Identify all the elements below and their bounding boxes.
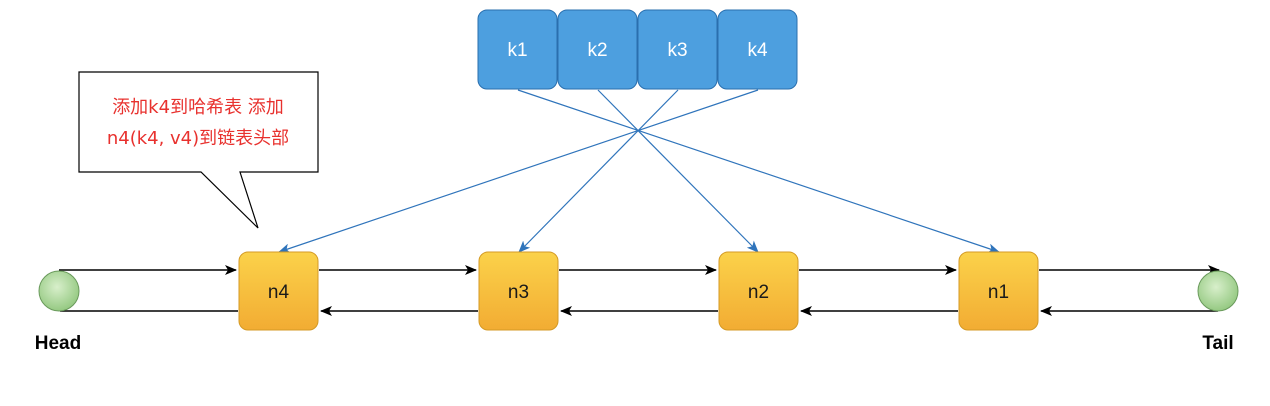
key-box: k1 [477, 9, 558, 90]
tail-endpoint: Tail [1197, 270, 1239, 354]
callout-bubble [78, 71, 319, 229]
tail-circle [1197, 270, 1239, 312]
key-box: k2 [557, 9, 638, 90]
map-arrow-k1-n1 [517, 89, 1000, 254]
key-label: k2 [587, 40, 607, 61]
tail-label: Tail [1202, 333, 1233, 354]
key-label: k1 [507, 40, 527, 61]
hash-table: k1 k2 k3 k4 [477, 9, 798, 90]
list-node: n1 [958, 251, 1039, 331]
list-links [59, 265, 1220, 316]
node-label: n1 [988, 282, 1009, 303]
mapping-arrows [278, 89, 1000, 254]
head-label: Head [35, 333, 81, 354]
callout-line-1: 添加k4到哈希表 添加 [112, 97, 284, 118]
key-box: k4 [717, 9, 798, 90]
list-node: n4 [238, 251, 319, 331]
list-node: n2 [718, 251, 799, 331]
node-label: n4 [268, 282, 290, 303]
key-label: k4 [747, 40, 768, 61]
node-label: n3 [508, 282, 529, 303]
map-arrow-k4-n4 [278, 89, 759, 254]
head-endpoint: Head [35, 270, 81, 354]
key-label: k3 [667, 40, 687, 61]
linked-list: n4 n3 n2 n1 [238, 251, 1039, 331]
map-arrow-k3-n3 [518, 89, 679, 253]
key-box: k3 [637, 9, 718, 90]
map-arrow-k2-n2 [597, 89, 759, 253]
callout: 添加k4到哈希表 添加 n4(k4, v4)到链表头部 [78, 71, 319, 229]
list-node: n3 [478, 251, 559, 331]
head-circle [38, 270, 80, 312]
callout-line-2: n4(k4, v4)到链表头部 [107, 128, 289, 149]
node-label: n2 [748, 282, 769, 303]
